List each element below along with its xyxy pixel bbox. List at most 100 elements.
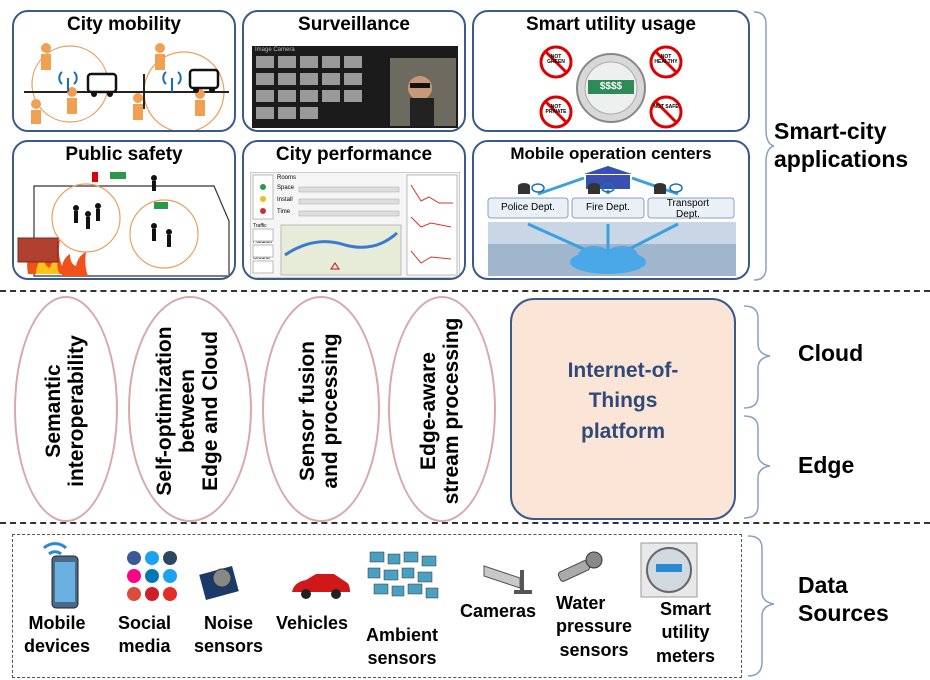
meter-icon: [640, 542, 698, 598]
operation-centers-illustration: [487, 166, 736, 276]
smart-utility-panel: Smart utility usage $$$$ NOT GREEN NOT H…: [472, 10, 750, 132]
person-icon: [67, 87, 77, 114]
social-media-icon: [127, 551, 177, 601]
camera-feed-thumbnails: [256, 56, 362, 119]
sensor-board-icon: [367, 551, 439, 599]
source-label-line: Ambient: [366, 625, 438, 645]
source-label-line: pressure: [556, 616, 633, 637]
side-label-line: Data: [798, 572, 848, 598]
source-label-vehicles: Vehicles: [276, 612, 348, 635]
source-label-ambient-sensors: Ambient sensors: [366, 624, 438, 671]
perf-label: Rooms: [277, 175, 297, 181]
prohibition-sign-icon: [649, 95, 683, 129]
source-label-line: Vehicles: [276, 613, 349, 633]
applications-brace: [753, 11, 775, 281]
function-ellipse: [14, 296, 118, 522]
surveillance-caption: Image Camera: [255, 47, 295, 53]
person-icon: [31, 99, 41, 124]
person-icon: [155, 43, 165, 70]
edge-label: Edge: [798, 452, 855, 478]
function-label-line: Self-optimization: [153, 326, 176, 496]
data-cloud-icon: [570, 246, 646, 274]
divider-bottom: [0, 522, 930, 524]
car-icon: [292, 574, 350, 599]
data-sources-box: [12, 534, 742, 678]
perf-label: Install: [277, 197, 293, 203]
function-label-line: Edge and Cloud: [199, 331, 223, 491]
database-cloud-icon: [654, 183, 683, 194]
bus-icon: [86, 72, 118, 97]
cloud-brace: [743, 305, 771, 409]
function-label: Self-optimization between Edge and Cloud: [153, 298, 227, 524]
side-label-line: Sources: [798, 599, 889, 626]
source-label-line: sensors: [559, 639, 629, 660]
person-icon: [195, 89, 205, 116]
meter-sign-label: NOT GREEN: [547, 54, 565, 65]
function-label: Edge-aware stream processing: [417, 298, 467, 524]
source-label-line: meters: [656, 645, 716, 666]
source-label-line: sensors: [367, 648, 437, 669]
department-label: Transport Dept.: [666, 198, 710, 220]
panel-title: Mobile operation centers: [510, 144, 712, 163]
meter-sign-label: NOT PRIVATE: [545, 104, 567, 115]
source-label-line: sensors: [194, 636, 264, 657]
noise-sensor-icon: [199, 566, 239, 600]
source-label-smart-utility-meters: Smart utility meters: [656, 598, 715, 668]
source-label-line: devices: [24, 636, 91, 657]
function-ellipse: [262, 296, 380, 522]
function-label-line: Semantic: [42, 364, 65, 458]
source-label-cameras: Cameras: [460, 600, 536, 623]
panel-title: Smart utility usage: [526, 14, 696, 35]
prohibition-sign-icon: [649, 45, 683, 79]
cloud-label: Cloud: [798, 340, 864, 366]
source-label-line: Social: [118, 613, 172, 633]
source-label-mobile-devices: Mobile devices: [24, 612, 90, 659]
wifi-antenna-icon: [58, 71, 78, 92]
function-label: Sensor fusion and processing: [296, 298, 346, 524]
city-mobility-panel: City mobility: [12, 10, 236, 132]
applications-side-label: Smart-city applications: [774, 118, 909, 172]
perf-label: Pollution: [253, 239, 273, 245]
edge-brace: [743, 415, 771, 519]
smartphone-icon: [42, 542, 79, 609]
panel-title: City mobility: [66, 14, 181, 35]
perf-label: Time: [277, 209, 291, 215]
public-safety-panel: Public safety: [12, 140, 236, 280]
meter-sign-label: NOT SAFE: [653, 104, 679, 110]
performance-dashboard: Rooms Space Install Time Traffic Polluti…: [250, 172, 460, 278]
surveillance-screen: Image Camera: [252, 46, 458, 128]
meter-display: $$$$: [599, 81, 623, 92]
source-label-line: Mobile: [28, 613, 86, 633]
source-label-line: Smart: [660, 599, 712, 619]
data-sources-brace: [747, 535, 775, 677]
panel-title: Surveillance: [298, 14, 410, 35]
panel-title: Public safety: [65, 144, 183, 165]
platform-label-line: Things: [588, 389, 658, 413]
prohibition-sign-icon: [539, 45, 573, 79]
perf-label: Space: [277, 185, 295, 191]
platform-label-line: Internet-of-: [567, 359, 679, 382]
iot-platform-label: Internet-of- Things platform: [512, 356, 734, 447]
function-label-line: Edge-aware: [417, 352, 440, 470]
person-icon: [41, 43, 51, 70]
public-safety-illustration: [17, 172, 230, 277]
function-label-line: and processing: [319, 333, 343, 489]
function-label-line: stream processing: [440, 317, 464, 505]
source-label-line: utility: [661, 622, 710, 643]
source-label-line: Noise: [204, 613, 254, 633]
city-mobility-illustration: [24, 43, 229, 130]
function-ellipse: [128, 296, 252, 522]
camera-icon: [483, 565, 532, 594]
perf-label: Ground: [253, 255, 270, 261]
platform-label-line: platform: [581, 419, 665, 443]
data-sources-side-label: Data Sources: [798, 572, 889, 627]
camera-feed-main: [390, 58, 456, 126]
source-label-noise-sensors: Noise sensors: [194, 612, 263, 659]
pressure-sensor-icon: [557, 551, 603, 582]
database-cloud-icon: [588, 183, 615, 194]
fire-icon: [61, 252, 88, 276]
panel-title: City performance: [275, 144, 433, 165]
source-label-line: Cameras: [460, 601, 537, 621]
wifi-antenna-icon: [162, 71, 182, 92]
meter-sign-label: NOT HEALTHY: [654, 54, 678, 65]
